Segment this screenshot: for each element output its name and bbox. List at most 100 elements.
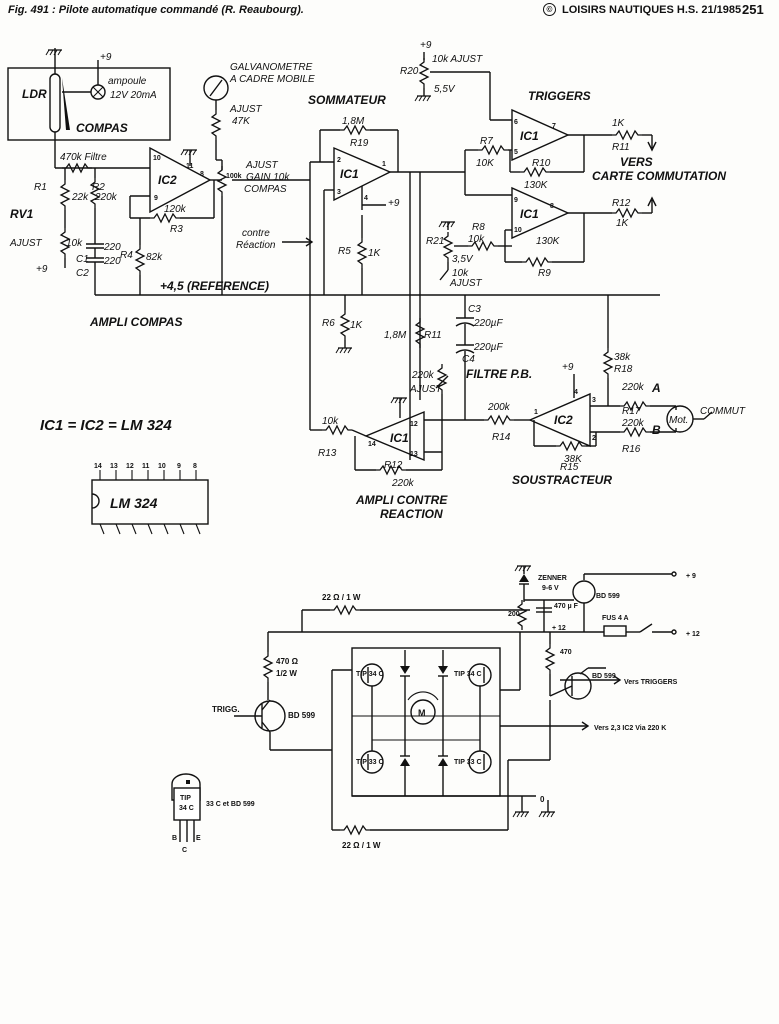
soustracteur-title: SOUSTRACTEUR <box>512 473 612 487</box>
fuse-icon <box>603 625 627 637</box>
ic1-fb-pin13: 13 <box>410 451 418 458</box>
ic-equivalence-label: IC1 = IC2 = LM 324 <box>40 417 172 434</box>
compas-label: COMPAS <box>76 121 128 135</box>
bd599-right-transistor <box>564 672 592 700</box>
motor-m-label: M <box>418 708 426 718</box>
ic2-opamp <box>149 146 212 214</box>
r3-value: 120k <box>164 204 187 215</box>
r4-value: 82k <box>146 252 163 263</box>
bd599-right-label: BD 599 <box>592 673 616 680</box>
tip33-left-label: TIP 33 C <box>356 759 384 766</box>
figure-title: Fig. 491 : Pilote automatique commandé (… <box>8 4 304 16</box>
c2-label: C2 <box>76 268 89 279</box>
r15-label: R15 <box>560 462 579 473</box>
motor-m-icon <box>410 699 436 725</box>
tip33-right-label: TIP 33 C <box>454 759 482 766</box>
ic2-sub-pin4: 4 <box>574 389 578 396</box>
chip-pin-9: 9 <box>177 463 181 470</box>
r7-label: R7 <box>480 136 493 147</box>
zenner-voltage: 9-6 V <box>542 585 559 592</box>
filtre-470k-label: 470k Filtre <box>60 152 107 163</box>
ajust-gain-label-2: GAIN 10k <box>246 172 290 183</box>
zenner-label: ZENNER <box>538 575 567 582</box>
r21-ajust-value: 10k <box>452 268 469 279</box>
r10-value: 130K <box>524 180 549 191</box>
chip-pin-11: 11 <box>142 463 150 470</box>
r18-label: R18 <box>614 364 633 375</box>
r22-bottom-label: 22 Ω / 1 W <box>342 841 381 850</box>
ajust-47k-value: 47K <box>232 116 251 127</box>
ic2-sub-label: IC2 <box>554 413 573 427</box>
ampoule-label: ampoule <box>108 76 147 87</box>
c2-value: 220 <box>103 256 121 267</box>
vers-ic2-label: Vers 2,3 IC2 Via 220 K <box>594 725 666 732</box>
magazine-source: LOISIRS NAUTIQUES H.S. 21/1985 <box>562 4 742 16</box>
ic1-trigger-b-opamp <box>511 186 570 240</box>
commut-label: COMMUT <box>700 406 746 417</box>
r14-value: 200k <box>487 402 511 413</box>
r5-value: 1K <box>368 248 382 259</box>
vers-triggers-label: Vers TRIGGERS <box>624 679 678 686</box>
ic1-fb-pin12: 12 <box>410 421 418 428</box>
ic2-pin9: 9 <box>154 195 158 202</box>
plus12-a-label: + 12 <box>552 625 566 632</box>
rv1-label: RV1 <box>10 207 34 221</box>
ic2-sub-pin1: 1 <box>534 409 538 416</box>
tip34-right-label: TIP 34 C <box>454 671 482 678</box>
ic1-fb-pin14: 14 <box>368 441 376 448</box>
ic1-feedback-label: IC1 <box>390 431 409 445</box>
ic2-sub-pin3: 3 <box>592 397 596 404</box>
pkg-name-label-2: 34 C <box>179 805 194 812</box>
ground-icon <box>45 49 63 56</box>
ic1-pin2: 2 <box>337 157 341 164</box>
r200-label: 200 <box>508 611 520 618</box>
r16-label: R16 <box>622 444 641 455</box>
ground-zero-label: 0 <box>540 795 545 804</box>
r6-value: 1K <box>350 320 364 331</box>
r21-ajust-label: AJUST <box>449 278 483 289</box>
sommateur-title: SOMMATEUR <box>308 93 386 107</box>
c3-value: 220µF <box>473 318 503 329</box>
ic1b-pin9: 9 <box>514 197 518 204</box>
r470-right-label: 470 <box>560 649 572 656</box>
r2-label: R2 <box>92 182 105 193</box>
vers-label: VERS <box>620 155 653 169</box>
fuse-label: FUS 4 A <box>602 615 629 622</box>
c4-label: C4 <box>462 354 475 365</box>
ampoule-rating: 12V 20mA <box>110 90 157 101</box>
chip-pin-14: 14 <box>94 463 102 470</box>
r21-voltage: 3,5V <box>452 254 474 265</box>
r13-value: 10k <box>322 416 339 427</box>
contre-reaction-label-2: Réaction <box>236 240 276 251</box>
ampli-compas-title: AMPLI COMPAS <box>89 315 182 329</box>
ic2-label: IC2 <box>158 173 177 187</box>
lm324-chip-icon <box>91 470 209 535</box>
diode-icons <box>400 666 448 766</box>
r17-label: R17 <box>622 406 641 417</box>
ic1a-pin7: 7 <box>552 123 556 130</box>
light-beam-icon <box>62 78 70 130</box>
plus9-left-label: +9 <box>36 264 48 275</box>
ic1-pin1: 1 <box>382 161 386 168</box>
r12b-value: 220k <box>391 478 415 489</box>
pot-100k-label: 100k <box>226 173 242 180</box>
r1-value: 22k <box>71 192 89 203</box>
tip-package-icon <box>171 773 201 842</box>
bd599-left-label: BD 599 <box>288 711 316 720</box>
ajust-gain-label-3: COMPAS <box>244 184 287 195</box>
r5-label: R5 <box>338 246 351 257</box>
ampli-contre-title: AMPLI CONTRE <box>355 493 448 507</box>
ldr-label: LDR <box>22 87 47 101</box>
pkg-c-label: C <box>182 847 187 854</box>
ic1a-label: IC1 <box>520 129 539 143</box>
ajust-220k-value: 220k <box>411 370 435 381</box>
r22-top-label: 22 Ω / 1 W <box>322 593 361 602</box>
ic2-pin10: 10 <box>153 155 161 162</box>
c1-label: C1 <box>76 254 89 265</box>
r11-value: 1K <box>612 118 626 129</box>
galvanometre-sub-label: A CADRE MOBILE <box>229 74 315 85</box>
r12-label: R12 <box>612 198 631 209</box>
node-b-label: B <box>652 423 661 437</box>
r17-value: 220k <box>621 382 645 393</box>
